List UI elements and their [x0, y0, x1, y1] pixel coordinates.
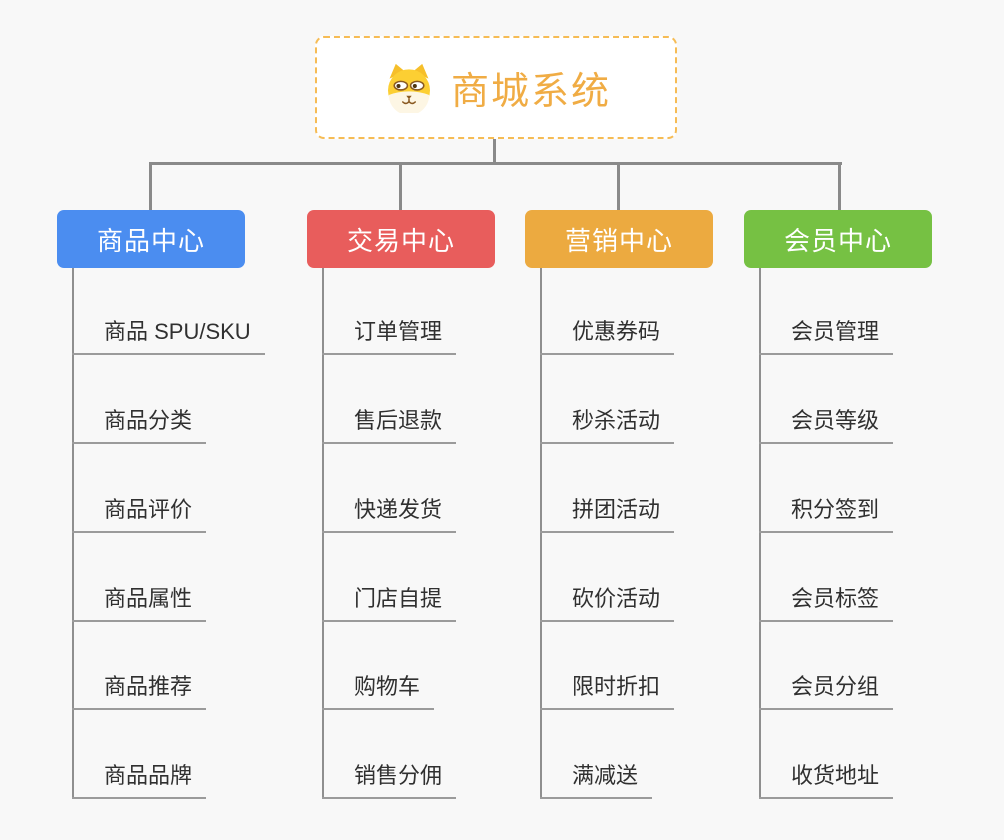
leaf-node[interactable]: 售后退款	[322, 406, 457, 444]
branch-node-trade[interactable]: 交易中心	[307, 210, 495, 268]
leaf-node[interactable]: 秒杀活动	[540, 406, 675, 444]
leaf-node[interactable]: 会员标签	[759, 584, 894, 622]
leaf-node[interactable]: 满减送	[540, 761, 653, 799]
connector-drop-members	[838, 162, 841, 210]
branch-node-marketing[interactable]: 营销中心	[525, 210, 713, 268]
connector-drop-products	[149, 162, 152, 210]
leaf-node[interactable]: 限时折扣	[540, 672, 675, 710]
branch-marketing: 营销中心 优惠券码 秒杀活动 拼团活动 砍价活动 限时折扣 满减送	[525, 210, 775, 830]
branch-node-members[interactable]: 会员中心	[744, 210, 932, 268]
branch-products: 商品中心 商品 SPU/SKU 商品分类 商品评价 商品属性 商品推荐 商品品牌	[57, 210, 307, 830]
connector-root-stub	[493, 139, 496, 163]
connector-trunk-members	[759, 268, 761, 799]
leaf-node[interactable]: 快递发货	[322, 495, 457, 533]
connector-drop-trade	[399, 162, 402, 210]
leaf-node[interactable]: 砍价活动	[540, 584, 675, 622]
leaf-node[interactable]: 会员分组	[759, 672, 894, 710]
leaf-node[interactable]: 销售分佣	[322, 761, 457, 799]
connector-trunk-products	[72, 268, 74, 799]
branch-node-products[interactable]: 商品中心	[57, 210, 245, 268]
connector-trunk-trade	[322, 268, 324, 799]
leaf-node[interactable]: 商品分类	[72, 406, 207, 444]
branch-trade: 交易中心 订单管理 售后退款 快递发货 门店自提 购物车 销售分佣	[307, 210, 557, 830]
leaf-node[interactable]: 购物车	[322, 672, 435, 710]
leaf-node[interactable]: 商品品牌	[72, 761, 207, 799]
leaf-node[interactable]: 积分签到	[759, 495, 894, 533]
dog-face-icon	[387, 63, 430, 113]
connector-drop-marketing	[617, 162, 620, 210]
leaf-node[interactable]: 商品推荐	[72, 672, 207, 710]
leaf-node[interactable]: 商品属性	[72, 584, 207, 622]
root-title: 商城系统	[450, 71, 611, 113]
branch-members: 会员中心 会员管理 会员等级 积分签到 会员标签 会员分组 收货地址	[744, 210, 994, 830]
leaf-node[interactable]: 会员等级	[759, 406, 894, 444]
leaf-node[interactable]: 会员管理	[759, 317, 894, 355]
root-node[interactable]: 商城系统	[315, 36, 677, 139]
leaf-node[interactable]: 收货地址	[759, 761, 894, 799]
leaf-node[interactable]: 商品 SPU/SKU	[72, 317, 265, 355]
leaf-node[interactable]: 门店自提	[322, 584, 457, 622]
leaf-node[interactable]: 订单管理	[322, 317, 457, 355]
connector-trunk-marketing	[540, 268, 542, 799]
leaf-node[interactable]: 优惠券码	[540, 317, 675, 355]
leaf-node[interactable]: 商品评价	[72, 495, 207, 533]
connector-bus	[149, 162, 842, 165]
leaf-node[interactable]: 拼团活动	[540, 495, 675, 533]
